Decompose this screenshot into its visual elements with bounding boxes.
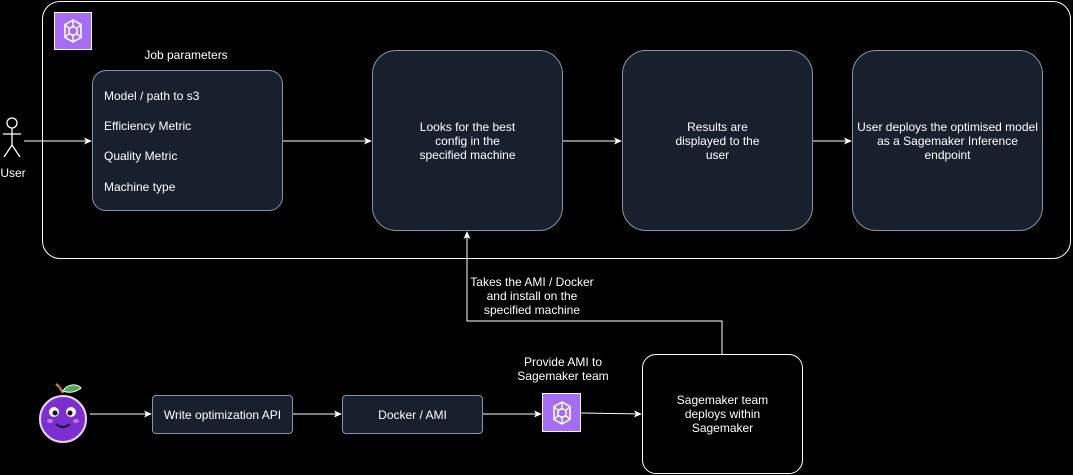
aws-brain-icon: [54, 12, 92, 50]
plum-mascot-icon: [37, 383, 89, 445]
docker-ami-node: Docker / AMI: [342, 395, 483, 434]
deploy-node: User deploys the optimised model as a Sa…: [852, 50, 1043, 231]
job-parameters-box: Model / path to s3 Efficiency Metric Qua…: [92, 70, 283, 211]
docker-ami-text: Docker / AMI: [378, 407, 447, 422]
results-text: Results are displayed to the user: [675, 119, 760, 162]
param-machine-type: Machine type: [104, 180, 176, 194]
job-parameters-title: Job parameters: [144, 48, 228, 62]
results-node: Results are displayed to the user: [622, 50, 813, 231]
provide-ami-label: Provide AMI to Sagemaker team: [517, 355, 609, 383]
sagemaker-team-text: Sagemaker team deploys within Sagemaker: [676, 393, 769, 435]
install-label: Takes the AMI / Docker and install on th…: [470, 275, 594, 317]
search-config-text: Looks for the best config in the specifi…: [419, 119, 516, 162]
write-api-node: Write optimization API: [152, 395, 293, 434]
arrow-sagemaker-to-search: [463, 231, 723, 354]
write-api-text: Write optimization API: [163, 407, 282, 422]
user-label: User: [0, 166, 26, 180]
sagemaker-team-node: Sagemaker team deploys within Sagemaker: [642, 354, 803, 474]
search-config-node: Looks for the best config in the specifi…: [372, 50, 563, 231]
user-actor-icon: [0, 117, 24, 159]
arrow-aws-to-sagemaker: [580, 410, 642, 418]
aws-brain-icon-bottom: [542, 393, 581, 432]
param-efficiency-metric: Efficiency Metric: [104, 119, 192, 133]
workflow-container: [42, 1, 1071, 259]
param-quality-metric: Quality Metric: [104, 149, 178, 163]
deploy-text: User deploys the optimised model as a Sa…: [857, 119, 1038, 162]
param-model-path: Model / path to s3: [104, 89, 200, 103]
